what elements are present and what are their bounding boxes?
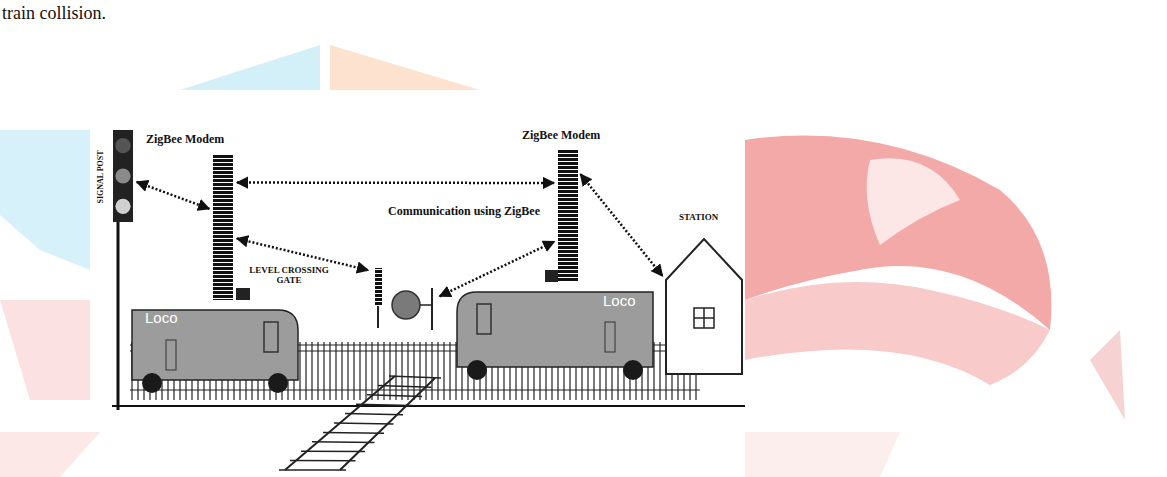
node-label: Loco: [145, 309, 178, 326]
ground-line: [112, 405, 745, 407]
signal-post-drawing: [113, 130, 133, 222]
node-label: ZigBee Modem: [522, 129, 600, 143]
level-crossing-gate-drawing: [372, 266, 436, 330]
signal-post: SIGNAL POST: [113, 130, 133, 222]
node-label: LEVEL CROSSING GATE: [246, 265, 332, 286]
locomotive: Loco: [130, 300, 300, 395]
communication-label: Communication using ZigBee: [386, 205, 542, 219]
node-label: SIGNAL POST: [96, 150, 105, 203]
zigbee-link: [440, 241, 555, 296]
station-building-drawing: [665, 238, 743, 375]
zigbee-modem: ZigBee Modem: [558, 150, 578, 282]
level-crossing-gate: LEVEL CROSSING GATE: [372, 266, 436, 330]
caption-fragment: train collision.: [2, 3, 106, 24]
node-label: Loco: [603, 292, 636, 309]
signal-pole: [117, 222, 120, 410]
zigbee-link: [237, 181, 554, 184]
node-label: ZigBee Modem: [146, 133, 224, 147]
node-label: STATION: [679, 212, 718, 222]
locomotive: Loco: [455, 282, 655, 382]
level-crossing-track: [279, 376, 441, 470]
zigbee-modem-drawing: [213, 155, 233, 300]
modem-base: [545, 270, 559, 282]
station-building: STATION: [665, 238, 743, 375]
zigbee-modem: ZigBee Modem: [213, 155, 233, 300]
zigbee-link: [581, 174, 663, 276]
zigbee-modem-drawing: [558, 150, 578, 282]
watermark: [0, 45, 1125, 477]
zigbee-link: [137, 182, 209, 209]
diagram-ground: [90, 122, 745, 432]
modem-base: [236, 288, 250, 300]
